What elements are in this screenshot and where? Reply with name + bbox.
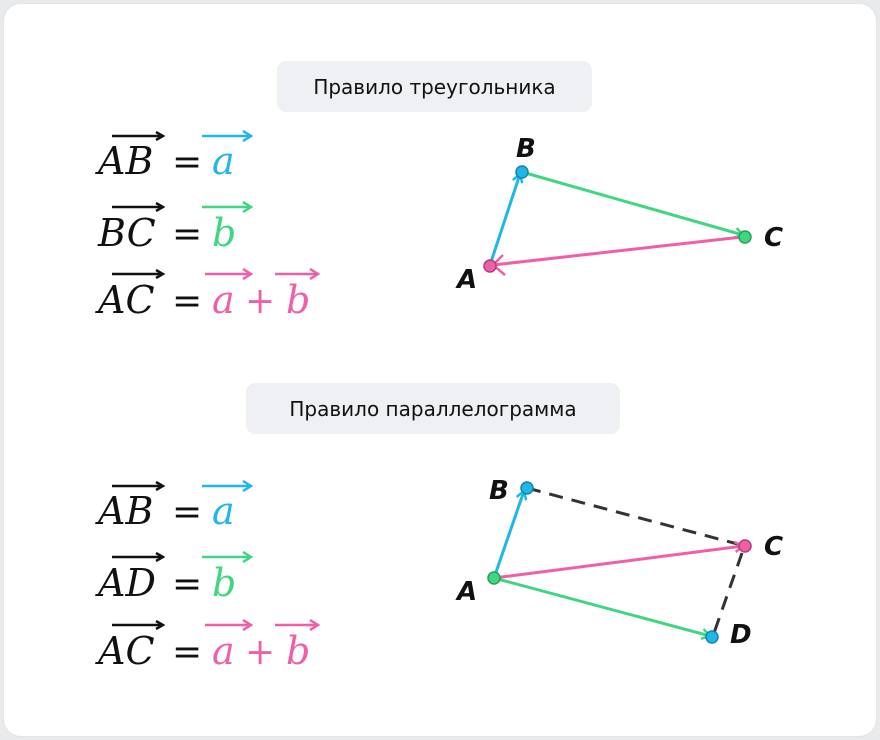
- point-a: [487, 571, 501, 585]
- point-b: [515, 165, 529, 179]
- formula-triangle-bc: BC = b: [97, 207, 251, 255]
- point-a: [483, 259, 497, 273]
- plus-sign: +: [245, 281, 275, 322]
- dashed-bc: [526, 486, 746, 548]
- vector-a-label: a: [212, 139, 235, 183]
- vector-ab-label: AB: [95, 139, 153, 183]
- point-c-label: C: [764, 532, 783, 562]
- vector-a-label: a: [212, 629, 235, 673]
- equals-sign: =: [172, 492, 202, 533]
- dashed-cd: [712, 552, 744, 634]
- equals-sign: =: [172, 214, 202, 255]
- point-d: [705, 630, 719, 644]
- parallelogram-diagram: A B C D: [455, 476, 783, 650]
- point-b: [520, 481, 534, 495]
- formula-triangle-ac: AC = a + b: [95, 274, 318, 322]
- triangle-diagram: A B C: [455, 134, 783, 295]
- point-a-label: A: [455, 265, 477, 295]
- formula-parallelogram-ac: AC = a + b: [95, 625, 318, 673]
- vector-ab: [488, 174, 520, 266]
- vector-b-label: b: [212, 561, 236, 605]
- equals-sign: =: [172, 142, 202, 183]
- point-b-label: B: [489, 476, 509, 506]
- formula-triangle-ab: AB = a: [95, 136, 251, 183]
- triangle-rule-title-text: Правило треугольника: [313, 74, 556, 99]
- vector-b-label: b: [286, 629, 310, 673]
- vector-ad-label: AD: [95, 561, 156, 605]
- equals-sign: =: [172, 281, 202, 322]
- point-c-label: C: [764, 223, 783, 253]
- vector-ad: [493, 576, 710, 636]
- vector-b-label: b: [286, 278, 310, 322]
- plus-sign: +: [245, 632, 275, 673]
- equals-sign: =: [172, 632, 202, 673]
- vector-ac: [493, 546, 743, 580]
- formula-parallelogram-ab: AB = a: [95, 486, 251, 533]
- vector-ab: [492, 491, 524, 579]
- card: [3, 3, 877, 737]
- formula-parallelogram-ad: AD = b: [95, 557, 251, 605]
- point-c: [738, 230, 752, 244]
- vector-ac-label: AC: [95, 629, 155, 673]
- point-d-label: D: [730, 620, 752, 650]
- vector-ac: [492, 235, 743, 267]
- parallelogram-rule-title-text: Правило параллелограмма: [289, 396, 577, 421]
- triangle-rule-title: Правило треугольника: [277, 61, 592, 112]
- point-b-label: B: [516, 134, 536, 164]
- vector-bc-label: BC: [97, 211, 156, 255]
- vector-ac-label: AC: [95, 278, 155, 322]
- point-c: [738, 539, 752, 553]
- vector-b-label: b: [212, 211, 236, 255]
- vector-ab-label: AB: [95, 489, 153, 533]
- vector-a-label: a: [212, 278, 235, 322]
- parallelogram-rule-title: Правило параллелограмма: [246, 383, 620, 434]
- vector-bc: [521, 170, 743, 235]
- vector-a-label: a: [212, 489, 235, 533]
- point-a-label: A: [455, 577, 477, 607]
- equals-sign: =: [172, 564, 202, 605]
